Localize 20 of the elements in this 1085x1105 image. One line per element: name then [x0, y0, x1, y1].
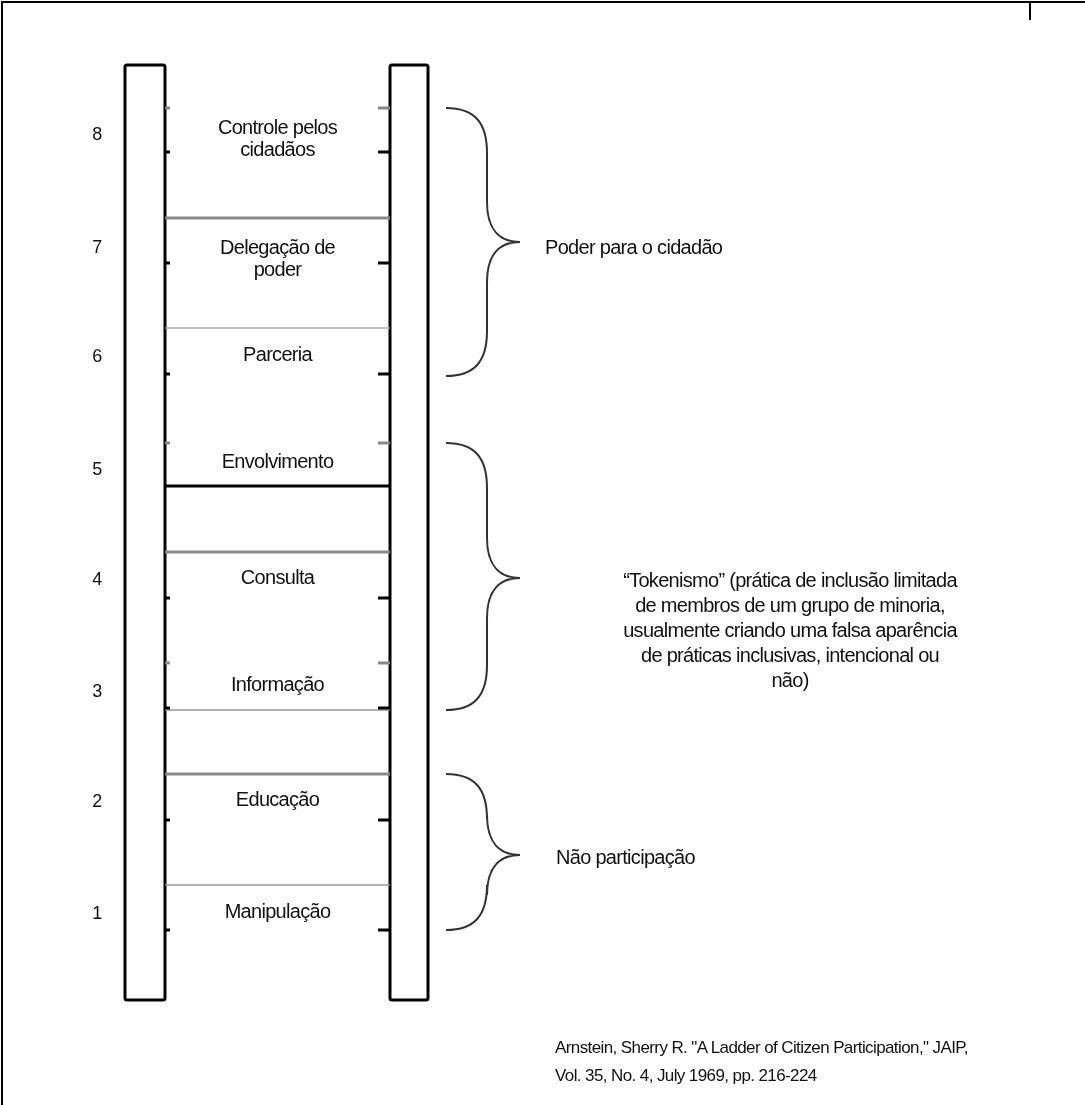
rung-label: Delegação de poder: [219, 236, 336, 280]
citation-caption: Arnstein, Sherry R. "A Ladder of Citizen Participation," JAIP, Vol. 35, No. 4, July 1969, pp. 216-224: [555, 1037, 969, 1087]
rung-number: 8: [91, 123, 103, 145]
rung-number: 1: [91, 902, 103, 924]
rung-label: Consulta: [239, 566, 316, 588]
rung-label: Informação: [229, 673, 326, 695]
rung-label: Parceria: [242, 343, 314, 365]
rung-number: 6: [91, 345, 103, 367]
rung-number: 3: [91, 680, 103, 702]
rung-label: Manipulação: [223, 900, 332, 922]
group-label: Não participação: [556, 846, 696, 868]
rung-number: 4: [91, 568, 103, 590]
rung-number: 7: [91, 236, 103, 258]
group-label: “Tokenismo” (prática de inclusão limitada de membros de um grupo de minoria, usualmente criando uma falsa aparência de práticas inclusivas, intencional ou não): [622, 568, 959, 693]
rung-number: 2: [91, 790, 103, 812]
rung-label: Controle pelos cidadãos: [216, 116, 339, 160]
rung-label: Educação: [234, 788, 321, 810]
rung-number: 5: [91, 458, 103, 480]
group-label: Poder para o cidadão: [545, 236, 724, 258]
rung-label: Envolvimento: [220, 450, 335, 472]
